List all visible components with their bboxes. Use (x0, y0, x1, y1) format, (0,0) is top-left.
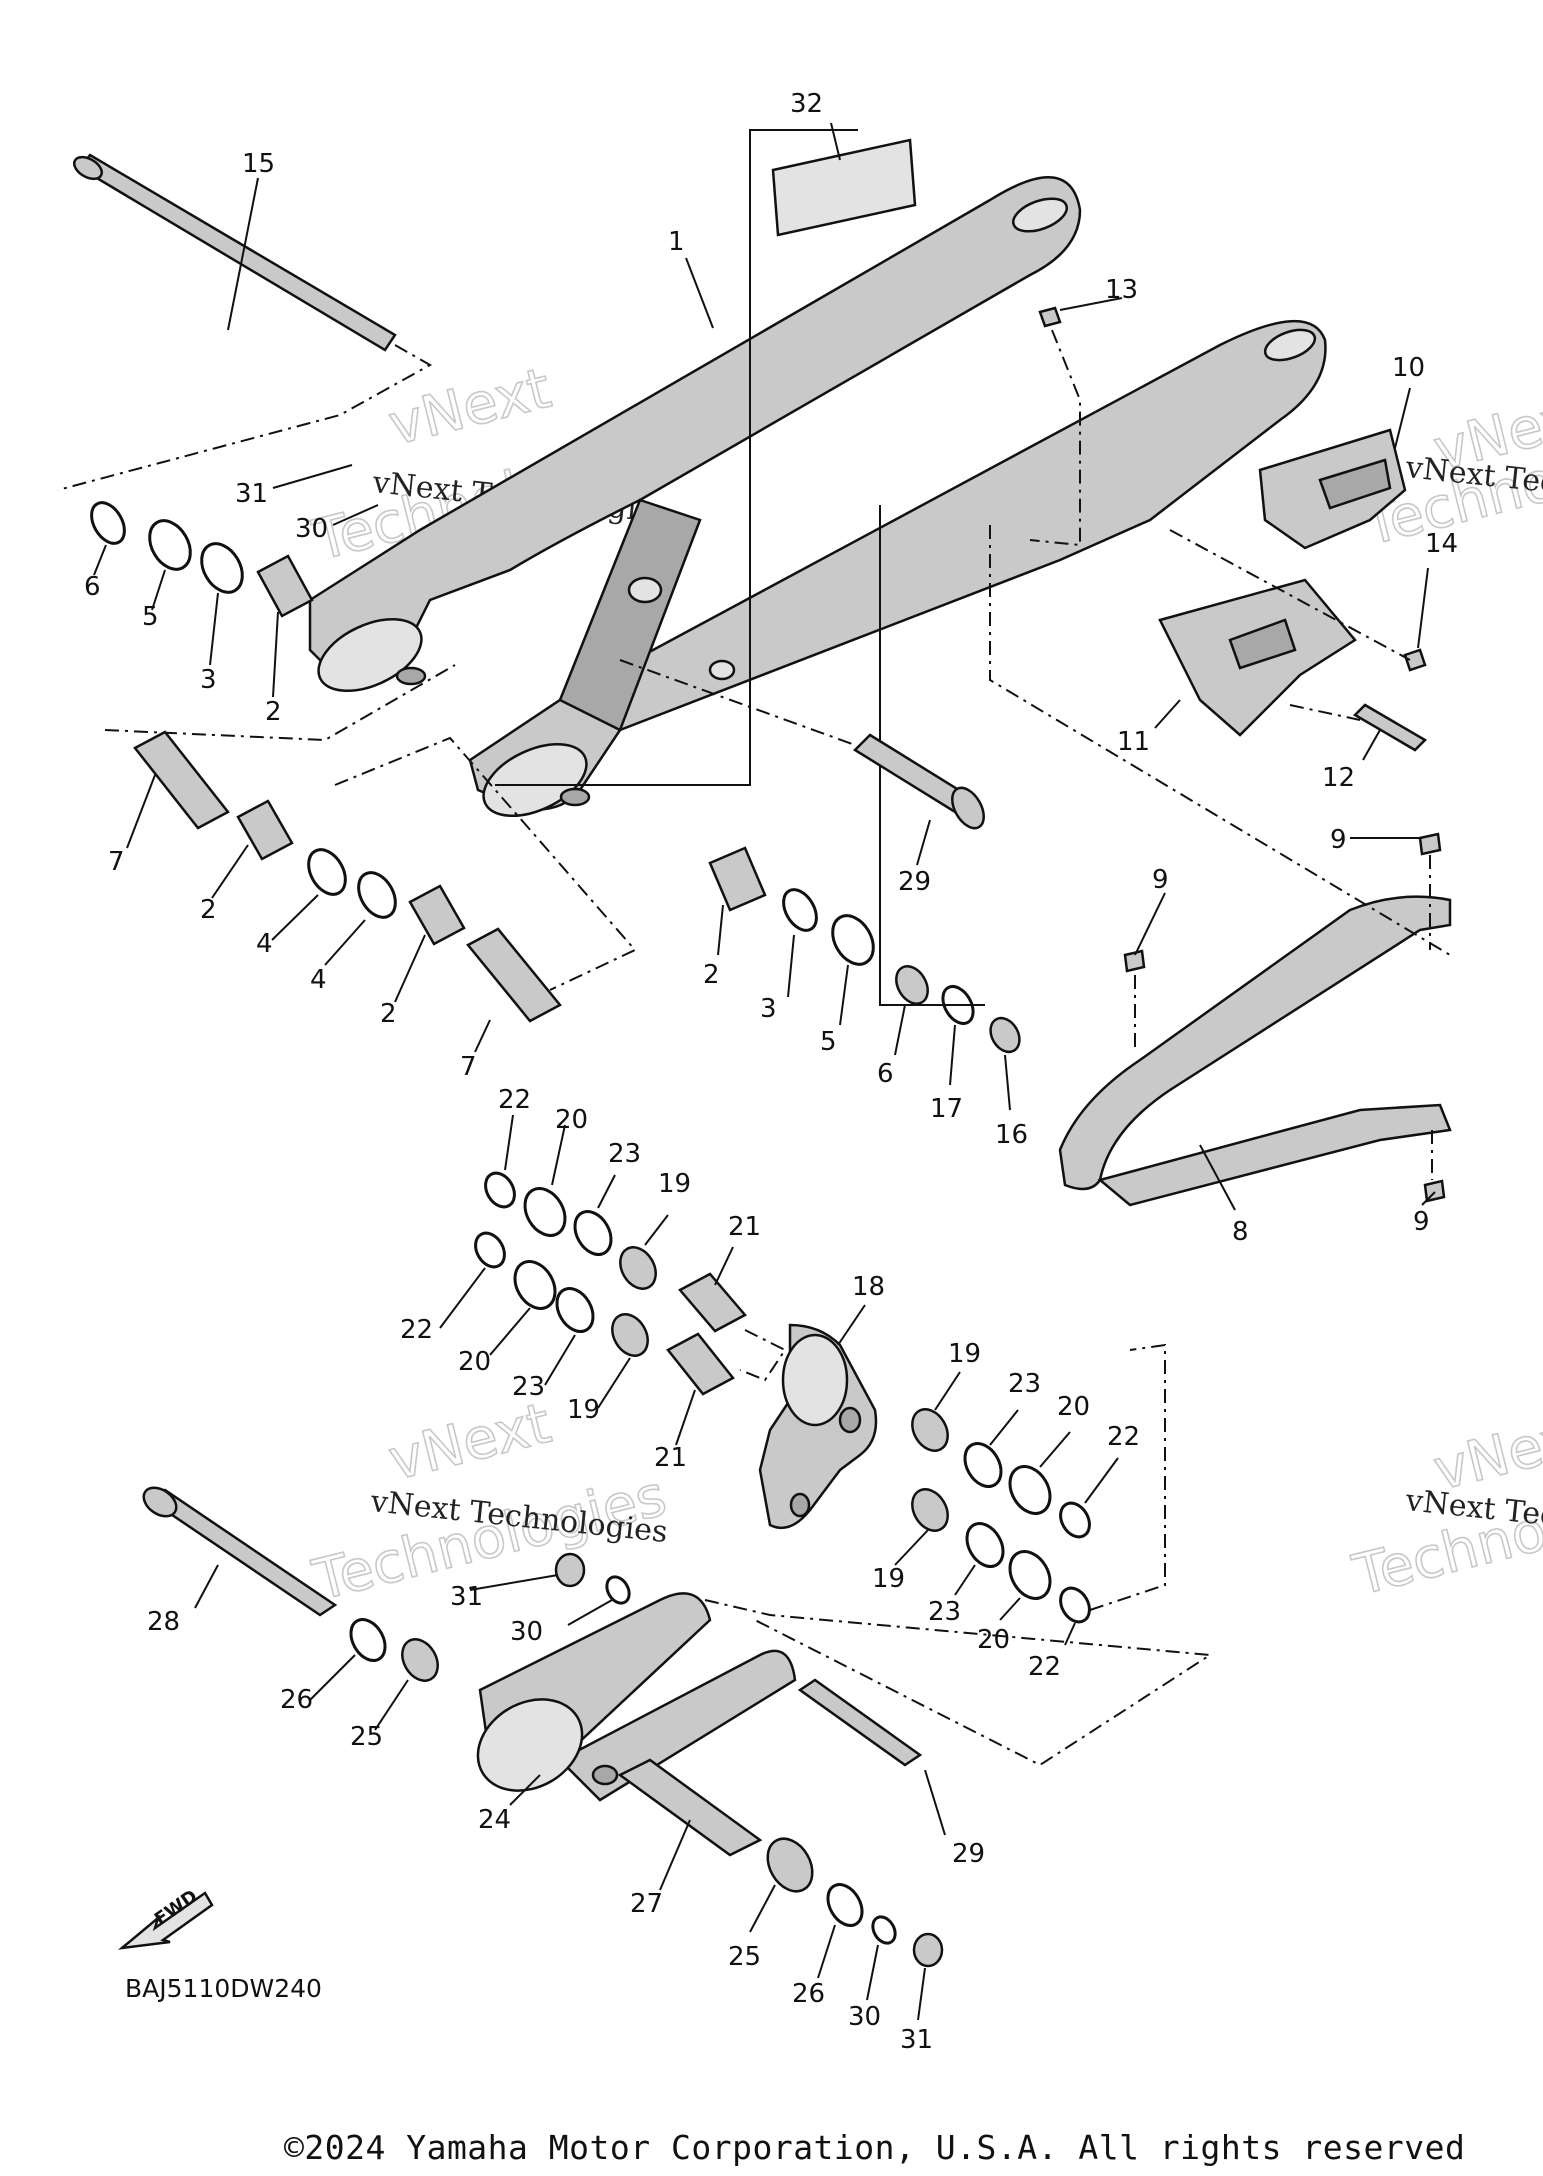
callout-2b: 2 (200, 895, 217, 925)
callout-21a: 21 (728, 1212, 761, 1242)
callout-6a: 6 (84, 572, 101, 602)
callout-9a: 9 (1330, 825, 1347, 855)
watermark-middle: vNext Technologies vNext Technologies (306, 1390, 673, 1614)
pivot-shaft (73, 153, 397, 352)
connecting-rod (476, 1592, 923, 1857)
callout-2d: 2 (703, 960, 720, 990)
callout-23a: 23 (608, 1139, 641, 1169)
callout-29b: 29 (952, 1839, 985, 1869)
callout-26a: 26 (280, 1685, 313, 1715)
callout-3b: 3 (760, 994, 777, 1024)
svg-text:vNext: vNext (383, 1391, 557, 1494)
callout-7a: 7 (108, 847, 125, 877)
callout-3a: 3 (200, 665, 217, 695)
watermark-right-bottom: vNext Technologies vNext Technologies (1346, 1400, 1543, 1609)
bolt-13 (1038, 306, 1062, 328)
callout-21b: 21 (654, 1443, 687, 1473)
callout-22b: 22 (400, 1315, 433, 1345)
callout-5a: 5 (142, 602, 159, 632)
callout-23d: 23 (928, 1597, 961, 1627)
callout-32: 32 (790, 89, 823, 119)
callout-15: 15 (242, 149, 275, 179)
callout-24: 24 (478, 1805, 511, 1835)
chain-guide (1158, 578, 1357, 737)
callout-8: 8 (1232, 1217, 1249, 1247)
relay-arm (758, 1323, 878, 1530)
callout-labels: 1 32 15 13 10 14 11 12 9 9 8 9 29 31 30 … (84, 89, 1458, 2055)
fwd-arrow-icon: FWD (117, 1886, 214, 1950)
callout-19b: 19 (567, 1395, 600, 1425)
callout-19d: 19 (872, 1564, 905, 1594)
callout-30c: 30 (848, 2002, 881, 2032)
callout-2c: 2 (380, 999, 397, 1029)
callout-18: 18 (852, 1272, 885, 1302)
diagram-code: BAJ5110DW240 (125, 1974, 322, 2003)
callout-10: 10 (1392, 353, 1425, 383)
connecting-rod-small-parts (349, 1552, 944, 1968)
callout-6b: 6 (877, 1059, 894, 1089)
callout-23c: 23 (1008, 1369, 1041, 1399)
callout-31a: 31 (235, 479, 268, 509)
callout-26b: 26 (792, 1979, 825, 2009)
callout-1: 1 (668, 227, 685, 257)
screw-14 (1403, 648, 1427, 672)
callout-9b: 9 (1152, 865, 1169, 895)
callout-11: 11 (1117, 727, 1150, 757)
callout-22d: 22 (1028, 1652, 1061, 1682)
callout-12: 12 (1322, 763, 1355, 793)
pivot-bolt-28 (142, 1486, 338, 1617)
callout-20b: 20 (458, 1347, 491, 1377)
callout-19c: 19 (948, 1339, 981, 1369)
callout-25b: 25 (728, 1942, 761, 1972)
callout-22a: 22 (498, 1085, 531, 1115)
callout-29a: 29 (898, 867, 931, 897)
callout-2a: 2 (265, 697, 282, 727)
callout-4b: 4 (310, 965, 327, 995)
relay-arm-small-parts (474, 1171, 1091, 1624)
swingarm (308, 176, 1327, 818)
callout-22c: 22 (1107, 1422, 1140, 1452)
callout-17: 17 (930, 1094, 963, 1124)
pivot-right-parts (708, 846, 1021, 1054)
svg-text:vNext: vNext (383, 356, 557, 459)
callout-25a: 25 (350, 1722, 383, 1752)
copyright-notice: ©2024 Yamaha Motor Corporation, U.S.A. A… (284, 2128, 1466, 2167)
callout-13: 13 (1105, 275, 1138, 305)
callout-14: 14 (1425, 529, 1458, 559)
callout-30a: 30 (295, 514, 328, 544)
callout-5b: 5 (820, 1027, 837, 1057)
callout-20c: 20 (1057, 1392, 1090, 1422)
callout-19a: 19 (658, 1169, 691, 1199)
leader-lines (93, 122, 1436, 2021)
callout-30b: 30 (510, 1617, 543, 1647)
bolt-upper (853, 733, 985, 830)
bolt-12 (1352, 703, 1428, 752)
callout-23b: 23 (512, 1372, 545, 1402)
chain-slider (1258, 428, 1407, 550)
callout-31c: 31 (900, 2025, 933, 2055)
pivot-left-parts (90, 501, 562, 1023)
callout-9c: 9 (1413, 1207, 1430, 1237)
callout-7b: 7 (460, 1052, 477, 1082)
callout-31b: 31 (450, 1582, 483, 1612)
callout-20d: 20 (977, 1625, 1010, 1655)
callout-4a: 4 (256, 929, 273, 959)
sticker-label (771, 138, 917, 237)
callout-28: 28 (147, 1607, 180, 1637)
callout-27: 27 (630, 1889, 663, 1919)
chain-support (1058, 895, 1452, 1207)
callout-20a: 20 (555, 1105, 588, 1135)
callout-16: 16 (995, 1120, 1028, 1150)
